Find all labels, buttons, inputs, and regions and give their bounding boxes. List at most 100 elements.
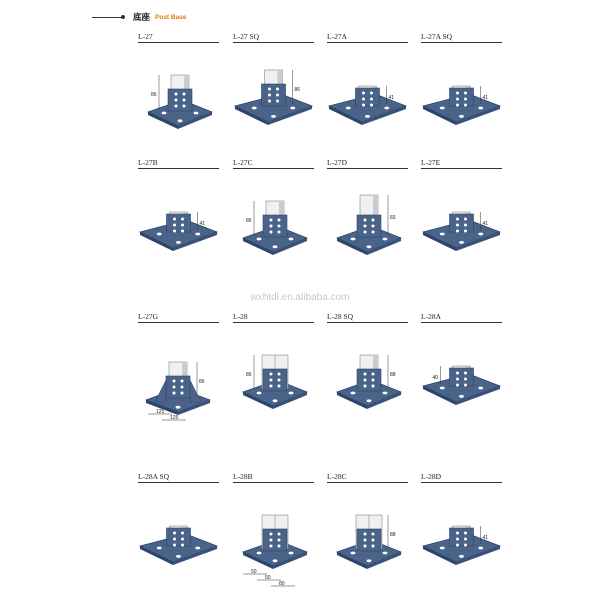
plate-edge	[456, 546, 500, 565]
bracket-hole	[181, 229, 184, 233]
bracket-hole	[464, 223, 467, 227]
plate-edge	[337, 392, 367, 409]
bracket-hole	[181, 543, 184, 547]
sleeve-bracket	[166, 527, 191, 547]
bracket-hole	[456, 229, 459, 233]
bolt-hole	[459, 555, 464, 558]
bracket-hole	[172, 391, 176, 395]
plate-edge	[362, 106, 406, 125]
product-label: L-28	[233, 312, 314, 323]
bracket-hole	[464, 91, 467, 95]
plate-edge	[243, 238, 273, 255]
plate-edge	[423, 232, 456, 251]
bracket-hole	[371, 384, 375, 388]
bracket-hole	[362, 91, 365, 95]
bracket-hole	[173, 229, 176, 233]
bracket-hole	[363, 544, 367, 548]
bolt-hole	[195, 546, 201, 550]
bracket-hole	[269, 538, 273, 542]
bracket-hole	[173, 531, 176, 535]
bolt-hole	[478, 106, 484, 110]
gusset	[189, 379, 202, 403]
bracket-hole	[182, 92, 186, 96]
bracket-hole	[268, 87, 271, 91]
sleeve-bracket	[262, 214, 288, 238]
dimension-value: 41	[483, 221, 489, 227]
bracket-hole	[371, 230, 375, 234]
bracket-hole	[277, 384, 281, 388]
dimension-value: 86	[246, 372, 252, 378]
sleeve-bracket	[356, 214, 382, 238]
dimension-value: 41	[200, 221, 206, 227]
bolt-hole	[251, 106, 257, 110]
bolt-hole	[176, 241, 181, 244]
dimension-group: 40	[433, 366, 441, 384]
bolt-hole	[439, 546, 445, 550]
plate-edge	[367, 552, 401, 569]
bracket-hole	[456, 377, 459, 381]
bolt-hole	[195, 232, 201, 236]
dimension-value: 83	[390, 215, 396, 221]
post-base-illustration: 88	[335, 514, 403, 569]
sleeve-bracket	[356, 528, 382, 552]
product-card: L-28A SQ	[138, 472, 219, 602]
plate-edge	[273, 238, 307, 255]
dimension-group: 86	[246, 201, 255, 235]
bracket-hole	[371, 532, 375, 536]
bolt-hole	[366, 245, 372, 249]
plate-edge	[423, 546, 456, 565]
post-base-illustration: 88	[335, 354, 403, 409]
bolt-hole	[382, 551, 388, 555]
bracket-hole	[370, 91, 373, 95]
plate-edge	[178, 112, 212, 129]
bolt-hole	[439, 106, 445, 110]
dimension-group: 88	[387, 515, 396, 549]
product-label: L-28A SQ	[138, 472, 219, 483]
bracket-hole	[464, 383, 467, 387]
bolt-hole	[272, 245, 278, 249]
bolt-hole	[256, 391, 262, 395]
dimension-group: 83	[387, 195, 396, 235]
bracket-hole	[277, 532, 281, 536]
dimension-group: 86	[151, 75, 160, 109]
product-label: L-28A	[421, 312, 502, 323]
plate-edge	[456, 106, 500, 125]
bracket-hole	[173, 543, 176, 547]
plate-edge	[456, 232, 500, 251]
plate-edge	[235, 106, 268, 125]
bracket-hole	[269, 218, 273, 222]
plate-edge	[337, 552, 367, 569]
post-base-illustration: 41	[421, 85, 502, 125]
bracket-hole	[456, 531, 459, 535]
bolt-hole	[177, 119, 183, 123]
bracket-hole	[269, 372, 273, 376]
bolt-hole	[288, 237, 294, 241]
dimension-value: 86	[199, 379, 205, 385]
bracket-hole	[173, 223, 176, 227]
plate-edge	[273, 392, 307, 409]
dimension-group: 86	[246, 355, 255, 389]
bracket-hole	[370, 103, 373, 107]
bracket-hole	[181, 217, 184, 221]
sleeve-bracket	[449, 87, 474, 107]
bolt-hole	[156, 232, 162, 236]
bracket-hole	[269, 224, 273, 228]
sleeve-bracket	[356, 368, 382, 392]
post-base-illustration: 41	[421, 211, 502, 251]
plate-edge	[140, 546, 173, 565]
post-base-illustration: 41	[138, 211, 219, 251]
bracket-hole	[277, 224, 281, 228]
bracket-hole	[173, 537, 176, 541]
dimension-value: 80	[279, 581, 285, 587]
bracket-hole	[464, 537, 467, 541]
plate-edge	[423, 106, 456, 125]
bracket-hole	[182, 98, 186, 102]
bracket-hole	[277, 372, 281, 376]
